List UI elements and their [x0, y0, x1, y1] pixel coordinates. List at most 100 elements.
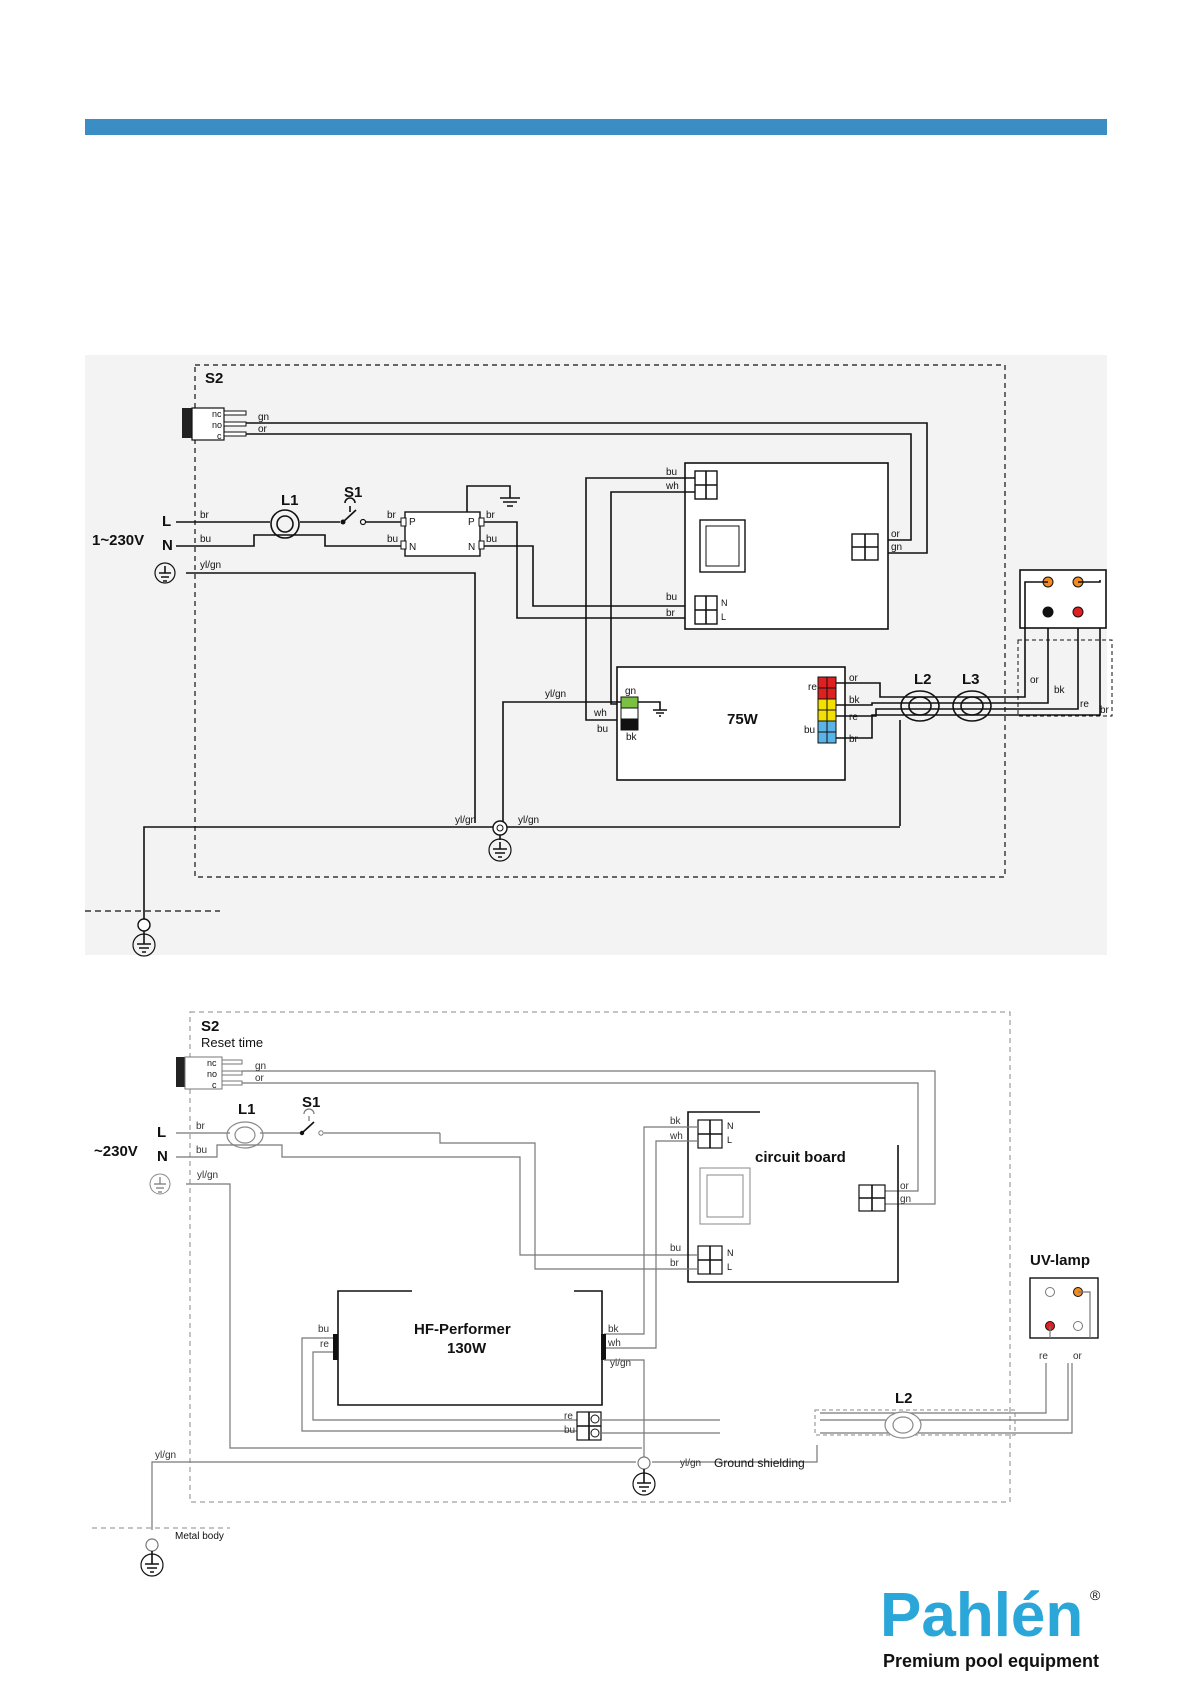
- yl-gn-label-ground-right: yl/gn: [518, 815, 539, 826]
- l-label-2: L: [157, 1124, 166, 1141]
- bk-label-ballast2: bk: [608, 1324, 620, 1335]
- ground-shielding-label: Ground shielding: [714, 1456, 805, 1470]
- reset-switch-icon-2: [176, 1056, 243, 1090]
- ballast2-line2: 130W: [447, 1340, 487, 1357]
- wire2-label-gn-board: gn: [900, 1194, 911, 1205]
- terminal-n-small: N: [721, 598, 728, 608]
- terminal-block-re-bu: [576, 1411, 602, 1441]
- ground-stud-icon: [488, 820, 512, 862]
- bk-label-out: bk: [849, 695, 861, 706]
- l1-label-2: L1: [238, 1101, 256, 1118]
- bk-label-ballast: bk: [626, 732, 638, 743]
- l3-sensor-icon: [952, 690, 992, 722]
- terminal2-l-bottom: L: [727, 1262, 732, 1272]
- switch-terminal-nc: nc: [212, 409, 222, 419]
- switch2-terminal-nc: nc: [207, 1058, 217, 1068]
- br-label-board-bottom: br: [666, 608, 676, 619]
- bu-label-board-top: bu: [666, 467, 677, 478]
- bu-label-board2-bottom: bu: [670, 1243, 681, 1254]
- bu-label-ballast2-left: bu: [318, 1324, 329, 1335]
- filter-n-out: N: [468, 542, 475, 553]
- ballast-input-terminals: [620, 696, 639, 731]
- br-label-d2: br: [196, 1121, 206, 1132]
- re-label-ballast-left: re: [808, 682, 817, 693]
- bu-label-d2: bu: [196, 1145, 207, 1156]
- hf-performer-ballast: [337, 1290, 603, 1406]
- reset-time-label: Reset time: [201, 1035, 263, 1050]
- br-label-2: br: [387, 510, 397, 521]
- ballast-75w: [616, 666, 846, 781]
- brand-registered: ®: [1090, 1587, 1101, 1603]
- wire2-label-or: or: [255, 1073, 265, 1084]
- brand-wordmark: Pahlén: [880, 1581, 1083, 1650]
- bk-label-board2-top: bk: [670, 1116, 682, 1127]
- or-label-uv: or: [1073, 1351, 1083, 1362]
- wire-label-or-board: or: [891, 529, 901, 540]
- yl-gn-label-supply: yl/gn: [200, 560, 221, 571]
- re-label-out: re: [849, 712, 858, 723]
- br-label-3: br: [486, 510, 496, 521]
- ballast-output-terminals: [817, 676, 837, 744]
- wire-label-gn-board: gn: [891, 542, 902, 553]
- yl-gn-label-ballast: yl/gn: [545, 689, 566, 700]
- l2-label-2: L2: [895, 1390, 913, 1407]
- or-label-out: or: [849, 673, 859, 684]
- wh-label-ballast2: wh: [607, 1338, 621, 1349]
- supply-voltage: 1~230V: [92, 532, 144, 549]
- terminal2-n-top: N: [727, 1121, 734, 1131]
- re-label-ballast2-left: re: [320, 1339, 329, 1350]
- switch-terminal-c: c: [217, 431, 222, 441]
- reset-switch-icon: [182, 407, 247, 441]
- lamp-connector-box: [1019, 569, 1107, 629]
- re-label-uv: re: [1039, 1351, 1048, 1362]
- s2-label-2: S2: [201, 1018, 219, 1035]
- filter-p-in: P: [409, 517, 416, 528]
- l2-sensor-icon: [900, 690, 940, 722]
- switch2-terminal-no: no: [207, 1069, 217, 1079]
- gn-label-ballast: gn: [625, 686, 636, 697]
- re-label-terminal: re: [564, 1411, 573, 1422]
- s2-label: S2: [205, 370, 223, 387]
- metal-body-ground-icon-2: [140, 1538, 164, 1577]
- diagram-2: S2 Reset time nc no c gn or ~230V L N L: [92, 1011, 1099, 1577]
- br-label-out: br: [849, 734, 859, 745]
- earth-symbol-icon: [154, 562, 176, 584]
- ground-stud-icon-2: [632, 1456, 656, 1496]
- wire2-label-gn: gn: [255, 1061, 266, 1072]
- yl-gn-label-shield: yl/gn: [680, 1458, 701, 1469]
- bk-label-lamp: bk: [1054, 685, 1066, 696]
- terminal2-l-top: L: [727, 1135, 732, 1145]
- metal-body-ground-icon: [132, 918, 156, 957]
- or-label-lamp: or: [1030, 675, 1040, 686]
- metal-body-label: Metal body: [175, 1531, 224, 1542]
- header-bar: [85, 119, 1107, 135]
- l2-label: L2: [914, 671, 932, 688]
- wh-label-board2-top: wh: [669, 1131, 683, 1142]
- n-label: N: [162, 537, 173, 554]
- filter-box: [404, 511, 481, 557]
- wire-label-or: or: [258, 424, 268, 435]
- enclosure-boundary: [194, 364, 1006, 878]
- l1-label: L1: [281, 492, 299, 509]
- bu-label-3: bu: [486, 534, 497, 545]
- l2-sensor-icon-2: [884, 1411, 922, 1439]
- l1-sensor-icon: [270, 509, 300, 539]
- bu-label-ballast: bu: [597, 724, 608, 735]
- diagram-1-panel: [85, 355, 1107, 955]
- filter-n-in: N: [409, 542, 416, 553]
- l1-sensor-icon-2: [226, 1121, 264, 1149]
- ballast-label: 75W: [727, 711, 759, 728]
- earth-symbol-icon-2: [149, 1173, 171, 1195]
- re-label-lamp: re: [1080, 699, 1089, 710]
- filter-p-out: P: [468, 517, 475, 528]
- uv-lamp-box: [1029, 1277, 1099, 1339]
- br-label: br: [200, 510, 210, 521]
- supply-voltage-2: ~230V: [94, 1143, 138, 1160]
- l3-label: L3: [962, 671, 980, 688]
- switch-terminal-no: no: [212, 420, 222, 430]
- yl-gn-label-ground-left: yl/gn: [455, 815, 476, 826]
- brand-logo: Pahlén ® Premium pool equipment: [880, 1581, 1101, 1671]
- brand-tagline: Premium pool equipment: [883, 1651, 1099, 1671]
